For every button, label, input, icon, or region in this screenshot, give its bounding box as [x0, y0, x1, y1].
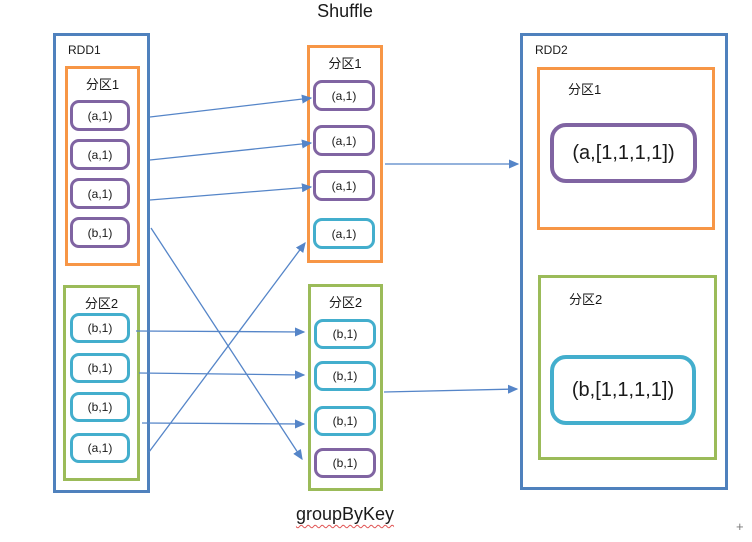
record-item: (a,1): [313, 80, 375, 111]
arrow-m2-to-rdd2p2: [383, 384, 519, 394]
arrow-l2d-to-m1d: [148, 241, 306, 453]
rdd1-label: RDD1: [68, 43, 101, 57]
mouse-cursor: +: [736, 519, 744, 534]
shuffle-partition-2: 分区2 (b,1) (b,1) (b,1) (b,1): [308, 284, 383, 491]
diagram-title: Shuffle: [317, 1, 373, 21]
grouped-record-item: (b,[1,1,1,1]): [550, 355, 696, 425]
partition-label: 分区1: [568, 82, 602, 97]
partition-label: 分区2: [84, 296, 119, 311]
arrow-l2c-to-m2c: [141, 419, 306, 429]
record-item: (a,1): [70, 139, 130, 170]
shuffle-partition-1: 分区1 (a,1) (a,1) (a,1) (a,1): [307, 45, 383, 263]
record-item: (a,1): [70, 100, 130, 131]
rdd2-partition-2: 分区2 (b,[1,1,1,1]): [538, 275, 717, 460]
partition-label: 分区1: [85, 77, 120, 92]
arrow-l1b-to-m1b: [149, 139, 313, 161]
record-item: (a,1): [313, 170, 375, 201]
record-item: (b,1): [314, 361, 376, 391]
arrow-l2b-to-m2b: [138, 370, 306, 380]
rdd2-partition-1: 分区1 (a,[1,1,1,1]): [537, 67, 715, 230]
rdd1-partition-2: 分区2 (b,1) (b,1) (b,1) (a,1): [63, 285, 140, 481]
arrow-l1c-to-m1c: [149, 183, 313, 201]
record-item: (b,1): [314, 319, 376, 349]
record-item: (b,1): [314, 448, 376, 478]
record-item: (b,1): [70, 217, 130, 248]
record-item: (a,1): [313, 125, 375, 156]
record-item: (b,1): [70, 392, 130, 422]
record-item: (a,1): [70, 178, 130, 209]
record-item: (a,1): [313, 218, 375, 249]
record-item: (b,1): [70, 313, 130, 343]
operation-label: groupByKey: [295, 504, 395, 524]
record-item: (b,1): [314, 406, 376, 436]
arrow-l2a-to-m2a: [135, 327, 306, 337]
rdd2-label: RDD2: [535, 43, 568, 57]
record-item: (b,1): [70, 353, 130, 383]
rdd1-partition-1: 分区1 (a,1) (a,1) (a,1) (b,1): [65, 66, 140, 266]
partition-label: 分区1: [328, 56, 362, 71]
partition-label: 分区2: [328, 295, 363, 310]
grouped-record-item: (a,[1,1,1,1]): [550, 123, 697, 183]
arrow-l1a-to-m1a: [149, 94, 313, 118]
partition-label: 分区2: [569, 292, 603, 307]
arrow-l1d-to-m2d: [150, 227, 303, 461]
record-item: (a,1): [70, 433, 130, 463]
